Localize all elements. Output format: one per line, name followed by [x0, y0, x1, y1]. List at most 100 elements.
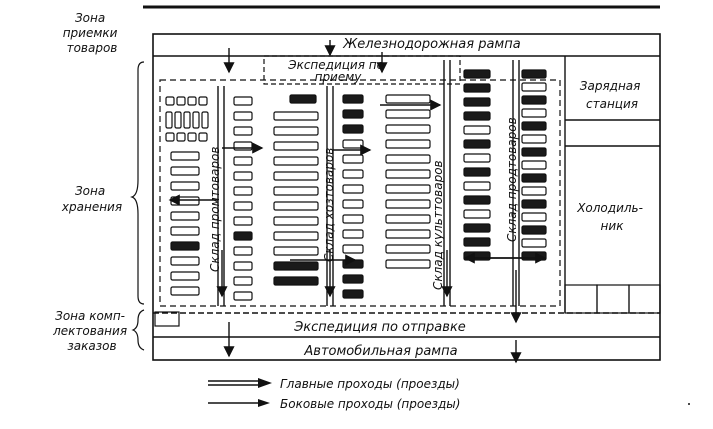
- truck-ramp-label: Автомобильная рампа: [303, 344, 457, 359]
- zone-brace-picking: [131, 309, 145, 351]
- rack-empty: [385, 94, 431, 104]
- rack-empty: [187, 96, 197, 106]
- flow-arrows: [168, 40, 547, 364]
- rack-empty: [463, 125, 491, 135]
- rack-empty: [521, 212, 547, 222]
- rack-empty: [273, 216, 319, 226]
- rack-empty: [342, 229, 364, 239]
- rack-empty: [198, 96, 208, 106]
- rack-empty: [273, 171, 319, 181]
- main-aisles: [217, 60, 520, 306]
- rack-loaded: [463, 251, 491, 261]
- rack-empty: [233, 171, 253, 181]
- rack-empty: [342, 154, 364, 164]
- rack-loaded: [233, 231, 253, 241]
- rack-empty: [170, 151, 200, 161]
- rack-loaded: [463, 223, 491, 233]
- rack-loaded: [289, 94, 317, 104]
- rack-loaded: [342, 124, 364, 134]
- rack-empty: [183, 111, 191, 129]
- rack-empty: [192, 111, 200, 129]
- rack-empty: [233, 246, 253, 256]
- rack-empty: [233, 216, 253, 226]
- rack-empty: [198, 132, 208, 142]
- rack-loaded: [521, 95, 547, 105]
- rack-empty: [463, 181, 491, 191]
- rack-empty: [170, 166, 200, 176]
- rack-empty: [463, 153, 491, 163]
- rack-empty: [170, 256, 200, 266]
- rack-empty: [176, 96, 186, 106]
- rack-loaded: [463, 97, 491, 107]
- rack-empty: [342, 184, 364, 194]
- rack-empty: [233, 201, 253, 211]
- rack-empty: [165, 96, 175, 106]
- rack-empty: [170, 181, 200, 191]
- rack-empty: [521, 134, 547, 144]
- rack-empty: [233, 261, 253, 271]
- rack-loaded: [521, 225, 547, 235]
- rack-loaded: [342, 109, 364, 119]
- rack-empty: [385, 229, 431, 239]
- rack-empty: [385, 169, 431, 179]
- rack-empty: [385, 109, 431, 119]
- rack-empty: [385, 124, 431, 134]
- rack-loaded: [463, 83, 491, 93]
- rack-empty: [385, 184, 431, 194]
- warehouse-household-label: Склад хозтоваров: [322, 148, 336, 262]
- legend-side-label: Боковые проходы (проезды): [280, 397, 460, 411]
- rack-loaded: [521, 69, 547, 79]
- rack-empty: [201, 111, 209, 129]
- picking-cell: [154, 311, 180, 327]
- rack-empty: [273, 111, 319, 121]
- rack-loaded: [521, 199, 547, 209]
- rack-empty: [233, 96, 253, 106]
- rack-empty: [273, 126, 319, 136]
- storage-zone-boundary: [159, 79, 561, 307]
- fridge-label: Холодиль- ник: [576, 201, 647, 233]
- rack-loaded: [463, 237, 491, 247]
- rack-empty: [174, 111, 182, 129]
- rack-empty: [233, 111, 253, 121]
- rack-empty: [521, 108, 547, 118]
- rack-empty: [385, 154, 431, 164]
- rack-empty: [170, 286, 200, 296]
- rack-empty: [170, 271, 200, 281]
- rack-empty: [273, 231, 319, 241]
- rack-empty: [273, 141, 319, 151]
- rack-empty: [342, 169, 364, 179]
- rack-loaded: [521, 147, 547, 157]
- rack-empty: [385, 244, 431, 254]
- rack-empty: [170, 226, 200, 236]
- rack-empty: [233, 141, 253, 151]
- rack-loaded: [342, 274, 364, 284]
- rack-empty: [385, 199, 431, 209]
- rack-loaded: [463, 195, 491, 205]
- rack-empty: [342, 139, 364, 149]
- rack-loaded: [521, 251, 547, 261]
- legend-main-label: Главные проходы (проезды): [280, 377, 460, 391]
- fridge-dock-cells: [564, 284, 661, 314]
- rack-empty: [385, 259, 431, 269]
- shipping-expedition-label: Экспедиция по отправке: [293, 320, 466, 335]
- rack-empty: [176, 132, 186, 142]
- rack-loaded: [342, 289, 364, 299]
- zone-picking-label: Зона комп- лектования заказов: [52, 309, 131, 353]
- rack-empty: [385, 139, 431, 149]
- rack-empty: [165, 111, 173, 129]
- rack-empty: [273, 156, 319, 166]
- rack-empty: [233, 186, 253, 196]
- rack-empty: [342, 199, 364, 209]
- rack-loaded: [273, 261, 319, 271]
- rack-empty: [342, 244, 364, 254]
- rack-empty: [521, 186, 547, 196]
- receiving-expedition-label: Экспедиция по приему: [287, 58, 388, 84]
- rack-loaded: [463, 167, 491, 177]
- rack-empty: [233, 291, 253, 301]
- rack-loaded: [170, 241, 200, 251]
- rack-loaded: [463, 139, 491, 149]
- rack-loaded: [463, 111, 491, 121]
- rack-loaded: [521, 173, 547, 183]
- rack-empty: [233, 276, 253, 286]
